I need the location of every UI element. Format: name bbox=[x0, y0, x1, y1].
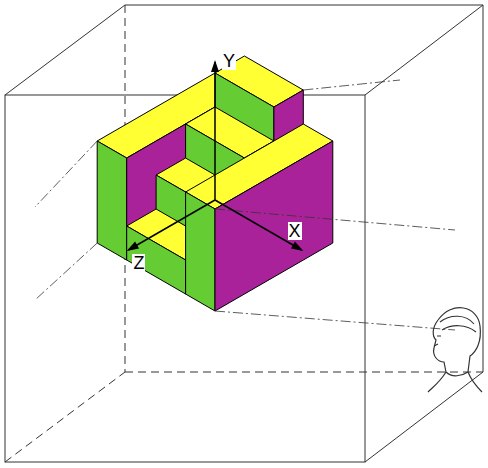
projection-line bbox=[215, 209, 455, 230]
glass-box bbox=[5, 5, 483, 462]
object-face bbox=[127, 226, 186, 294]
axis-arrowhead bbox=[291, 242, 303, 251]
axis-label: Z bbox=[132, 254, 145, 272]
axis-label: X bbox=[288, 222, 302, 240]
axis-line bbox=[214, 62, 216, 200]
object-face bbox=[97, 141, 127, 260]
projection-line bbox=[215, 311, 455, 330]
object-face bbox=[186, 192, 215, 311]
projection-lines bbox=[35, 80, 455, 330]
axis-arrowhead bbox=[211, 60, 219, 72]
object-face bbox=[215, 141, 333, 311]
axis-line bbox=[215, 200, 302, 250]
axes bbox=[127, 60, 304, 251]
projection-line bbox=[35, 243, 97, 300]
object bbox=[97, 56, 333, 311]
axis-line bbox=[128, 200, 215, 250]
axis-arrowhead bbox=[127, 242, 139, 251]
projection-line bbox=[303, 80, 400, 90]
projection-line bbox=[35, 141, 97, 207]
axis-label: Y bbox=[222, 52, 236, 70]
observer-head bbox=[428, 308, 482, 392]
